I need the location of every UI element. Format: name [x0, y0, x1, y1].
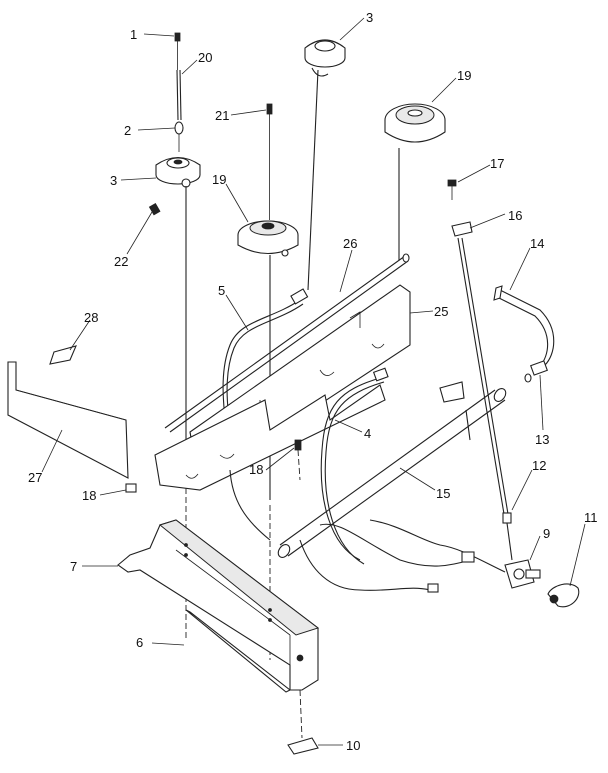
burner-base-part-19-left [237, 103, 299, 660]
callout-12: 12 [532, 458, 546, 473]
callout-3-left: 3 [110, 173, 117, 188]
callout-17: 17 [490, 156, 504, 171]
spacer-part-2 [174, 121, 184, 135]
burner-head-part-3-right [304, 39, 346, 291]
callout-4: 4 [364, 426, 371, 441]
callout-14: 14 [530, 236, 544, 251]
fastener-part-18-left [125, 483, 137, 493]
foot-part-10 [287, 689, 319, 755]
callout-21: 21 [215, 108, 229, 123]
manifold-pipe-part-15 [277, 381, 507, 558]
tube-part-12 [457, 237, 513, 561]
channel-part-6 [185, 609, 292, 693]
callout-26: 26 [343, 236, 357, 251]
callout-28: 28 [84, 310, 98, 325]
clip-part-16 [451, 221, 473, 237]
rod-part-26 [164, 253, 410, 433]
rod-part-20 [176, 69, 179, 121]
callout-2: 2 [124, 123, 131, 138]
panel-part-27 [7, 361, 129, 479]
callout-13: 13 [535, 432, 549, 447]
callout-19-left: 19 [212, 172, 226, 187]
burner-base-part-19-right [384, 103, 446, 260]
callout-11: 11 [584, 510, 598, 525]
callout-9: 9 [543, 526, 550, 541]
callout-19-right: 19 [457, 68, 471, 83]
callout-10: 10 [346, 738, 360, 753]
valve-part-9 [369, 519, 541, 589]
screw-part-21 [266, 103, 273, 115]
clip-part-28 [49, 345, 77, 365]
fastener-part-18-center [294, 439, 302, 481]
support-bracket-part-7 [117, 519, 320, 691]
callout-20: 20 [198, 50, 212, 65]
callout-25: 25 [434, 304, 448, 319]
screw-part-17 [447, 179, 457, 200]
knob-part-11 [547, 583, 580, 608]
callout-5: 5 [218, 283, 225, 298]
callout-18-center: 18 [249, 462, 263, 477]
lower-tubing [229, 469, 475, 593]
ignitor-part-22 [148, 202, 161, 216]
callout-3-right: 3 [366, 10, 373, 25]
callout-15: 15 [436, 486, 450, 501]
fitting-part-13 [524, 360, 548, 383]
callout-16: 16 [508, 208, 522, 223]
burner-head-part-3-left [155, 156, 201, 188]
screw-part-1 [174, 32, 181, 42]
manifold-bracket [154, 384, 386, 491]
pipe-part-14 [493, 285, 555, 367]
callout-27: 27 [28, 470, 42, 485]
tube-part-4 [320, 367, 389, 565]
callout-7: 7 [70, 559, 77, 574]
callout-6: 6 [136, 635, 143, 650]
left-burner-assembly [148, 32, 201, 640]
callout-22: 22 [114, 254, 128, 269]
callout-1: 1 [130, 27, 137, 42]
callout-18-left: 18 [82, 488, 96, 503]
callout-labels: 1 20 2 3 3 22 21 19 19 17 16 14 26 5 25 … [28, 10, 598, 753]
leader-lines [41, 17, 586, 746]
